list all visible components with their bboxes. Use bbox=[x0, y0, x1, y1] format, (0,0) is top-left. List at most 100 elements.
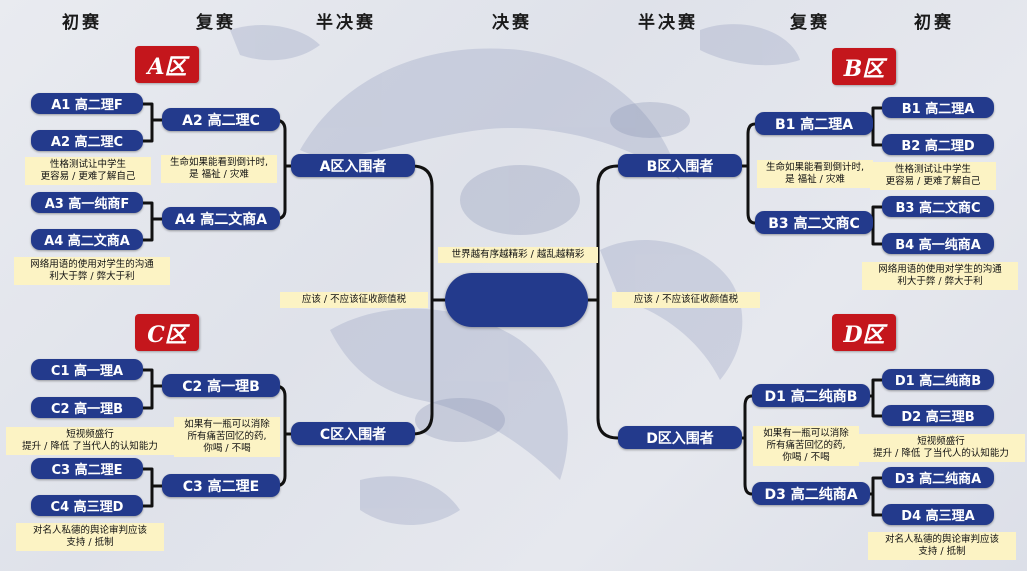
region-b-badge: B区 bbox=[832, 48, 896, 85]
topic-line: 所有痛苦回忆的药, bbox=[187, 431, 267, 442]
semi-c-qualifier[interactable]: C区入围者 bbox=[291, 422, 415, 445]
topic-final: 世界越有序越精彩 / 越乱越精彩 bbox=[438, 247, 598, 263]
team-b2[interactable]: B2 高二理D bbox=[882, 134, 994, 155]
team-d1[interactable]: D1 高二纯商B bbox=[882, 369, 994, 390]
topic-c-r1-2: 对名人私德的舆论审判应该 支持 / 抵制 bbox=[16, 523, 164, 551]
header-round1-right: 初赛 bbox=[914, 13, 954, 33]
topic-d-r2: 如果有一瓶可以消除 所有痛苦回忆的药, 你喝 / 不喝 bbox=[753, 426, 859, 466]
topic-c-r2: 如果有一瓶可以消除 所有痛苦回忆的药, 你喝 / 不喝 bbox=[174, 417, 280, 457]
topic-line: 性格测试让中学生 bbox=[49, 159, 126, 170]
team-b-r2-top[interactable]: B1 高二理A bbox=[755, 112, 873, 135]
topic-line: 世界越有序越精彩 / 越乱越精彩 bbox=[451, 249, 585, 260]
bracket-line bbox=[746, 122, 757, 225]
team-c1[interactable]: C1 高一理A bbox=[31, 359, 143, 380]
header-round2-left: 复赛 bbox=[196, 13, 236, 33]
topic-b-r1-1: 性格测试让中学生 更容易 / 更难了解自己 bbox=[870, 162, 996, 190]
topic-line: 利大于弊 / 弊大于利 bbox=[49, 271, 135, 282]
topic-line: 生命如果能看到倒计时, bbox=[765, 162, 865, 173]
bracket-line bbox=[141, 102, 154, 143]
bracket-line bbox=[141, 201, 154, 242]
topic-line: 你喝 / 不喝 bbox=[203, 443, 251, 454]
team-a3[interactable]: A3 高一纯商F bbox=[31, 192, 143, 213]
topic-line: 支持 / 抵制 bbox=[918, 546, 966, 557]
bracket-line bbox=[871, 378, 884, 418]
team-d4[interactable]: D4 高三理A bbox=[882, 504, 994, 525]
topic-line: 所有痛苦回忆的药, bbox=[766, 440, 846, 451]
team-a2[interactable]: A2 高二理C bbox=[31, 130, 143, 151]
topic-line: 提升 / 降低 了当代人的认知能力 bbox=[873, 448, 1009, 459]
region-c-badge: C区 bbox=[135, 314, 199, 351]
topic-line: 性格测试让中学生 bbox=[894, 164, 971, 175]
topic-line: 应该 / 不应该征收颜值税 bbox=[301, 294, 407, 305]
bracket-line bbox=[141, 467, 154, 508]
champion-slot[interactable] bbox=[445, 273, 588, 327]
team-b3[interactable]: B3 高二文商C bbox=[882, 196, 994, 217]
topic-line: 如果有一瓶可以消除 bbox=[184, 419, 270, 430]
team-d2[interactable]: D2 高三理B bbox=[882, 405, 994, 426]
topic-line: 更容易 / 更难了解自己 bbox=[40, 171, 136, 182]
team-b4[interactable]: B4 高一纯商A bbox=[882, 233, 994, 254]
team-c-r2-bottom[interactable]: C3 高二理E bbox=[162, 474, 280, 497]
semi-b-qualifier[interactable]: B区入围者 bbox=[618, 154, 742, 177]
topic-line: 支持 / 抵制 bbox=[66, 537, 114, 548]
team-a-r2-bottom[interactable]: A4 高二文商A bbox=[162, 207, 280, 230]
topic-line: 是 福祉 / 灾难 bbox=[785, 174, 845, 185]
topic-semi-right: 应该 / 不应该征收颜值税 bbox=[612, 292, 760, 308]
header-round2-right: 复赛 bbox=[790, 13, 830, 33]
header-semis-right: 半决赛 bbox=[638, 13, 698, 33]
topic-semi-left: 应该 / 不应该征收颜值税 bbox=[280, 292, 428, 308]
topic-line: 生命如果能看到倒计时, bbox=[169, 157, 269, 168]
team-d-r2-top[interactable]: D1 高二纯商B bbox=[752, 384, 870, 407]
topic-line: 更容易 / 更难了解自己 bbox=[885, 176, 981, 187]
team-a1[interactable]: A1 高二理F bbox=[31, 93, 143, 114]
topic-line: 你喝 / 不喝 bbox=[782, 452, 830, 463]
bracket-line bbox=[141, 368, 154, 410]
topic-line: 如果有一瓶可以消除 bbox=[763, 428, 849, 439]
team-c2[interactable]: C2 高一理B bbox=[31, 397, 143, 418]
semi-d-qualifier[interactable]: D区入围者 bbox=[618, 426, 742, 449]
bracket-line bbox=[273, 118, 287, 221]
topic-line: 网络用语的使用对学生的沟通 bbox=[878, 264, 1002, 275]
topic-line: 网络用语的使用对学生的沟通 bbox=[30, 259, 154, 270]
region-d-badge: D区 bbox=[832, 314, 896, 351]
team-d3[interactable]: D3 高二纯商A bbox=[882, 467, 994, 488]
topic-line: 短视频盛行 bbox=[917, 436, 965, 447]
topic-line: 对名人私德的舆论审判应该 bbox=[32, 525, 147, 536]
topic-d-r1-1: 短视频盛行 提升 / 降低 了当代人的认知能力 bbox=[857, 434, 1025, 462]
topic-line: 是 福祉 / 灾难 bbox=[189, 169, 249, 180]
header-round1-left: 初赛 bbox=[62, 13, 102, 33]
topic-a-r1-2: 网络用语的使用对学生的沟通 利大于弊 / 弊大于利 bbox=[14, 257, 170, 285]
topic-a-r1-1: 性格测试让中学生 更容易 / 更难了解自己 bbox=[25, 157, 151, 185]
bracket-line bbox=[596, 164, 620, 440]
topic-line: 短视频盛行 bbox=[66, 429, 114, 440]
bracket-line bbox=[871, 205, 884, 246]
team-a-r2-top[interactable]: A2 高二理C bbox=[162, 108, 280, 131]
topic-line: 对名人私德的舆论审判应该 bbox=[884, 534, 999, 545]
bracket-line bbox=[871, 476, 884, 517]
topic-b-r2: 生命如果能看到倒计时, 是 福祉 / 灾难 bbox=[757, 160, 873, 188]
bracket-line bbox=[743, 394, 754, 496]
region-a-badge: A区 bbox=[135, 46, 199, 83]
team-c-r2-top[interactable]: C2 高一理B bbox=[162, 374, 280, 397]
topic-c-r1-1: 短视频盛行 提升 / 降低 了当代人的认知能力 bbox=[6, 427, 174, 455]
topic-d-r1-2: 对名人私德的舆论审判应该 支持 / 抵制 bbox=[868, 532, 1016, 560]
header-semis-left: 半决赛 bbox=[316, 13, 376, 33]
team-c4[interactable]: C4 高三理D bbox=[31, 495, 143, 516]
bracket-line bbox=[273, 384, 287, 488]
team-c3[interactable]: C3 高二理E bbox=[31, 458, 143, 479]
team-b-r2-bottom[interactable]: B3 高二文商C bbox=[755, 211, 873, 234]
topic-b-r1-2: 网络用语的使用对学生的沟通 利大于弊 / 弊大于利 bbox=[862, 262, 1018, 290]
header-final: 决赛 bbox=[492, 13, 532, 33]
bracket-line bbox=[871, 106, 884, 147]
team-a4[interactable]: A4 高二文商A bbox=[31, 229, 143, 250]
topic-a-r2: 生命如果能看到倒计时, 是 福祉 / 灾难 bbox=[161, 155, 277, 183]
topic-line: 应该 / 不应该征收颜值税 bbox=[633, 294, 739, 305]
topic-line: 利大于弊 / 弊大于利 bbox=[897, 276, 983, 287]
semi-a-qualifier[interactable]: A区入围者 bbox=[291, 154, 415, 177]
team-d-r2-bottom[interactable]: D3 高二纯商A bbox=[752, 482, 870, 505]
team-b1[interactable]: B1 高二理A bbox=[882, 97, 994, 118]
topic-line: 提升 / 降低 了当代人的认知能力 bbox=[22, 441, 158, 452]
